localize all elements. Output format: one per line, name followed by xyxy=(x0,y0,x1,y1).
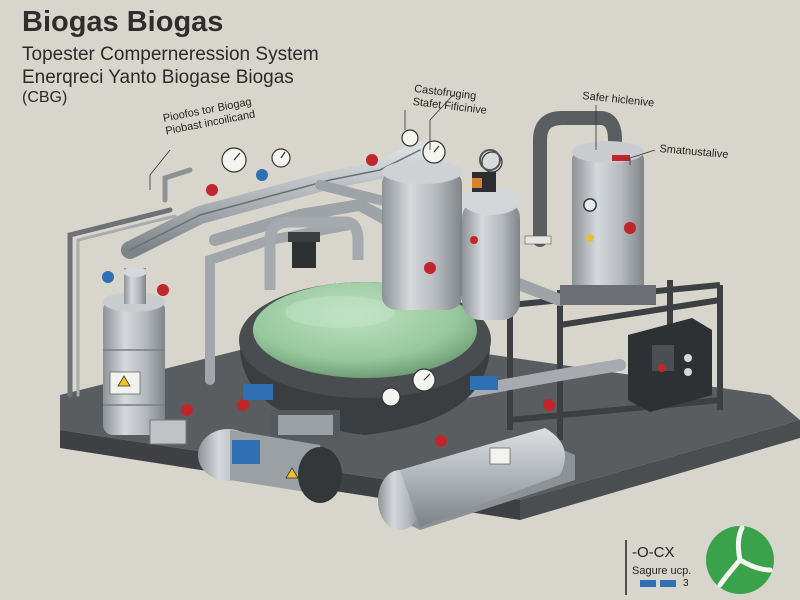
dome-feed-pipe xyxy=(264,216,364,290)
valve-icon xyxy=(243,384,273,400)
turbine-logo-icon xyxy=(706,525,774,594)
valve-icon xyxy=(256,169,268,181)
badge-code: -O-CX xyxy=(632,544,675,561)
badge-num: 3 xyxy=(683,578,689,589)
valve-icon xyxy=(157,284,169,296)
compressor-column xyxy=(560,141,656,305)
pressure-gauge-icon xyxy=(381,387,401,407)
valve-icon xyxy=(237,399,249,411)
callout-leaders xyxy=(149,94,656,190)
subtitle-line-3: (CBG) xyxy=(22,89,68,106)
valves xyxy=(102,149,555,447)
control-panel xyxy=(628,318,712,412)
badge-sub: Saɡure ucp. xyxy=(632,565,692,577)
valve-icon xyxy=(543,399,555,411)
diagram-title: Biogas Biogas xyxy=(22,6,224,38)
pressure-gauge-icon xyxy=(221,147,247,173)
pressure-gauges xyxy=(221,129,597,407)
pipe-rack-left xyxy=(67,167,193,398)
pump-assembly xyxy=(149,419,342,503)
horizontal-compressor xyxy=(378,428,575,530)
badge-marks xyxy=(625,540,676,595)
left-storage-tank xyxy=(103,267,165,435)
valve-icon xyxy=(435,435,447,447)
pressure-gauge-icon xyxy=(271,148,291,168)
pressure-gauge-icon xyxy=(422,140,446,164)
valve-icon xyxy=(366,154,378,166)
pressure-gauge-icon xyxy=(412,368,436,392)
support-frame xyxy=(507,280,723,440)
valve-icon xyxy=(181,404,193,416)
warning-icon xyxy=(117,375,131,387)
subtitle-line-2: Enerqreci Yanto Biogase Biogas xyxy=(22,67,294,88)
pressure-gauge-icon xyxy=(401,129,419,147)
valve-icon xyxy=(470,376,498,390)
valve-icon xyxy=(102,271,114,283)
valve-icon xyxy=(206,184,218,196)
valve-icon xyxy=(424,262,436,274)
subtitle-line-1: Topester Comperneression System xyxy=(22,44,319,65)
pressure-gauge-icon xyxy=(583,198,597,212)
gas-cylinders xyxy=(382,160,552,320)
